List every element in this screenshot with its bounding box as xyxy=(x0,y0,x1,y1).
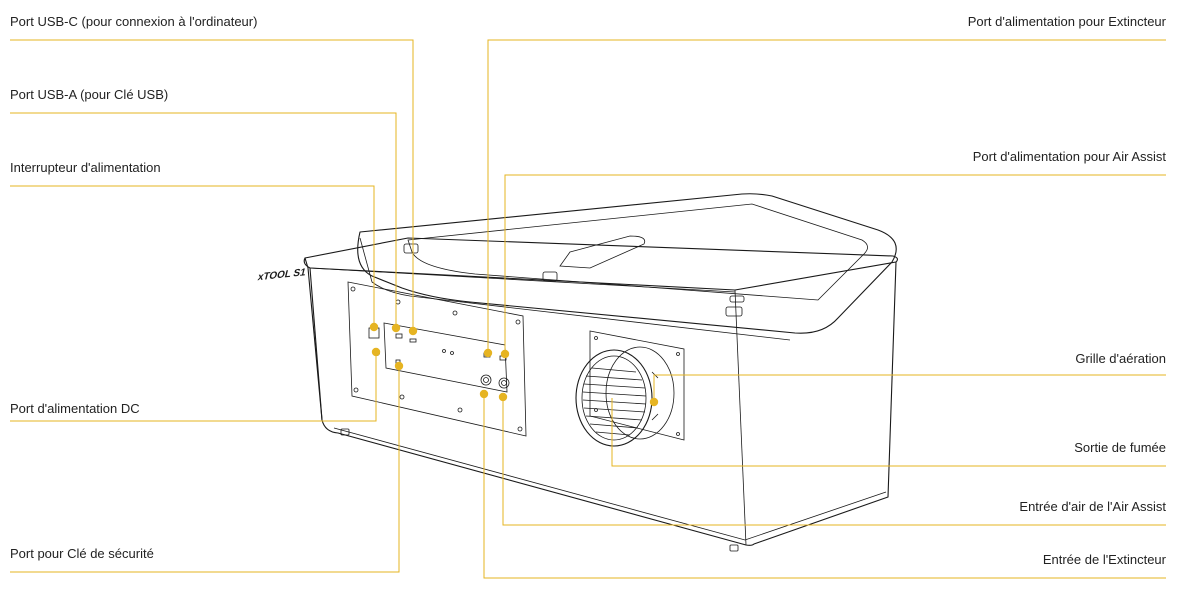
label-power-switch: Interrupteur d'alimentation xyxy=(10,160,161,175)
leader-power-switch xyxy=(10,185,375,327)
leader-smoke-exhaust xyxy=(611,398,1166,467)
leader-dc-power xyxy=(10,352,377,422)
dot-safety-key xyxy=(394,361,404,371)
dot-dc-power xyxy=(371,347,381,357)
leader-safety-key xyxy=(10,366,400,573)
dot-air-assist-power xyxy=(500,349,510,359)
label-usb-c: Port USB-C (pour connexion à l'ordinateu… xyxy=(10,14,257,29)
dot-vent-grille xyxy=(649,397,659,407)
dot-extinguisher-power xyxy=(483,348,493,358)
label-extinguisher-inlet: Entrée de l'Extincteur xyxy=(1043,552,1167,567)
callout-dots xyxy=(369,322,659,407)
label-usb-a: Port USB-A (pour Clé USB) xyxy=(10,87,168,102)
leader-air-assist-inlet xyxy=(502,397,1166,526)
vent-louvres xyxy=(582,367,647,436)
leader-extinguisher-inlet xyxy=(483,394,1166,579)
label-smoke-exhaust: Sortie de fumée xyxy=(1074,440,1166,455)
dot-extinguisher-inlet xyxy=(479,389,489,399)
machine-logo: xTOOL S1 xyxy=(257,267,308,283)
leader-vent-grille xyxy=(653,374,1166,402)
label-vent-grille: Grille d'aération xyxy=(1075,351,1166,366)
dot-air-assist-inlet xyxy=(498,392,508,402)
leader-lines xyxy=(10,39,1166,579)
callout-labels: Port USB-C (pour connexion à l'ordinateu… xyxy=(10,14,1167,567)
leader-extinguisher-power xyxy=(487,39,1166,353)
label-dc-power: Port d'alimentation DC xyxy=(10,401,140,416)
label-extinguisher-power: Port d'alimentation pour Extincteur xyxy=(968,14,1167,29)
label-air-assist-inlet: Entrée d'air de l'Air Assist xyxy=(1019,499,1166,514)
label-air-assist-power: Port d'alimentation pour Air Assist xyxy=(973,149,1167,164)
leader-usb-c xyxy=(10,39,414,331)
dot-usb-c xyxy=(408,326,418,336)
dot-power-switch xyxy=(369,322,379,332)
leader-air-assist-power xyxy=(504,174,1166,354)
label-safety-key: Port pour Clé de sécurité xyxy=(10,546,154,561)
leader-usb-a xyxy=(10,112,397,328)
dot-usb-a xyxy=(391,323,401,333)
machine-illustration: xTOOL S1 xyxy=(257,193,898,552)
